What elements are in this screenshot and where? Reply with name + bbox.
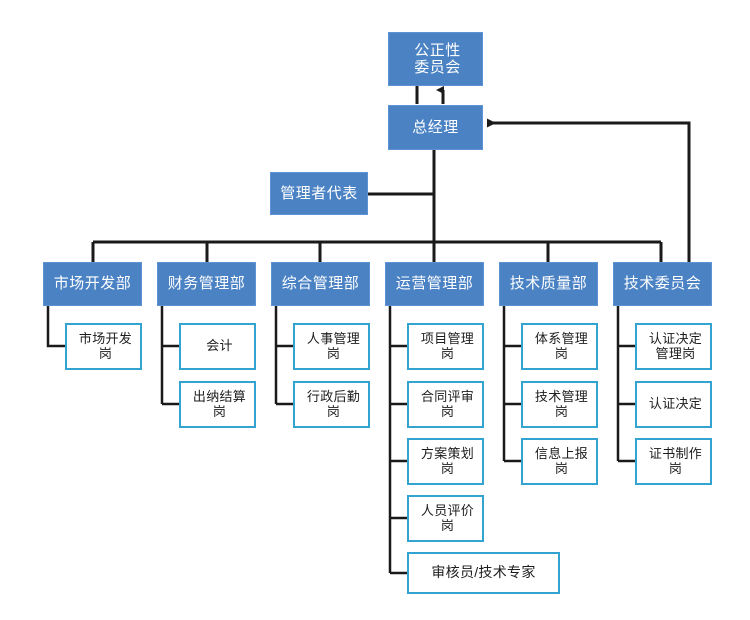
role-market-0-line2: 岗 <box>98 345 113 361</box>
node-role-tech-quality-2[interactable]: 信息上报 岗 <box>521 438 598 485</box>
role-operations-3-label: 人员评价 岗 <box>409 502 482 534</box>
role-tech-quality-1-label: 技术管理 岗 <box>523 388 596 420</box>
role-operations-4-label: 审核员/技术专家 <box>431 564 536 581</box>
node-dept-market[interactable]: 市场开发部 <box>43 262 142 306</box>
role-tech-committee-2-label: 证书制作 岗 <box>637 445 710 477</box>
node-role-market-0[interactable]: 市场开发 岗 <box>65 323 142 370</box>
role-operations-2-line1: 方案策划 <box>420 445 475 461</box>
node-management-representative[interactable]: 管理者代表 <box>270 172 368 215</box>
rail-tech-committee <box>616 306 635 463</box>
role-general-admin-0-line1: 人事管理 <box>306 330 361 346</box>
role-tech-quality-1-line2: 岗 <box>554 403 569 419</box>
node-dept-tech-quality[interactable]: 技术质量部 <box>499 262 598 306</box>
dept-tech-quality-label: 技术质量部 <box>509 275 588 293</box>
role-tech-committee-2-line2: 岗 <box>668 460 683 476</box>
node-dept-finance[interactable]: 财务管理部 <box>157 262 256 306</box>
role-operations-0-label: 项目管理 岗 <box>409 330 482 362</box>
role-general-admin-1-label: 行政后勤 岗 <box>295 388 368 420</box>
role-finance-0-label: 会计 <box>181 338 254 354</box>
role-operations-1-label: 合同评审 岗 <box>409 388 482 420</box>
role-tech-committee-2-line1: 证书制作 <box>648 445 703 461</box>
dept-operations-label: 运营管理部 <box>395 275 474 293</box>
node-role-operations-2[interactable]: 方案策划 岗 <box>407 438 484 485</box>
node-role-tech-committee-2[interactable]: 证书制作 岗 <box>635 438 712 485</box>
node-impartiality-committee[interactable]: 公正性 委员会 <box>388 32 483 86</box>
impartiality-committee-label: 公正性 委员会 <box>389 42 482 76</box>
role-tech-quality-1-line1: 技术管理 <box>534 388 589 404</box>
impartiality-committee-line1: 公正性 <box>414 41 461 59</box>
role-operations-2-label: 方案策划 岗 <box>409 445 482 477</box>
impartiality-committee-line2: 委员会 <box>414 59 461 76</box>
node-dept-tech-committee[interactable]: 技术委员会 <box>613 262 712 306</box>
general-manager-label: 总经理 <box>412 118 459 136</box>
dept-general-admin-label: 综合管理部 <box>281 275 360 293</box>
rail-finance <box>160 306 179 406</box>
role-tech-committee-1-line1: 认证决定 <box>648 396 703 412</box>
role-finance-1-line2: 岗 <box>212 403 227 419</box>
dept-finance-label: 财务管理部 <box>167 275 246 293</box>
node-role-finance-1[interactable]: 出纳结算 岗 <box>179 381 256 428</box>
role-tech-committee-0-label: 认证决定 管理岗 <box>637 330 710 362</box>
role-operations-1-line1: 合同评审 <box>420 388 475 404</box>
role-general-admin-1-line2: 岗 <box>326 403 341 419</box>
node-role-general-admin-0[interactable]: 人事管理 岗 <box>293 323 370 370</box>
role-tech-quality-0-line2: 岗 <box>554 345 569 361</box>
role-tech-committee-1-label: 认证决定 <box>637 396 710 412</box>
role-tech-committee-0-line2: 管理岗 <box>655 345 696 361</box>
dept-tech-committee-label: 技术委员会 <box>623 275 702 293</box>
role-general-admin-1-line1: 行政后勤 <box>306 388 361 404</box>
role-operations-3-line1: 人员评价 <box>420 502 475 518</box>
role-operations-3-line2: 岗 <box>440 517 455 533</box>
role-market-0-label: 市场开发 岗 <box>67 330 140 362</box>
node-dept-operations[interactable]: 运营管理部 <box>385 262 484 306</box>
role-market-0-line1: 市场开发 <box>78 330 133 346</box>
role-operations-0-line2: 岗 <box>440 345 455 361</box>
role-tech-quality-0-line1: 体系管理 <box>534 330 589 346</box>
rail-general-admin <box>274 306 293 406</box>
rail-market <box>46 306 65 348</box>
node-role-tech-committee-0[interactable]: 认证决定 管理岗 <box>635 323 712 370</box>
node-role-operations-3[interactable]: 人员评价 岗 <box>407 495 484 542</box>
role-operations-2-line2: 岗 <box>440 460 455 476</box>
role-tech-quality-2-line2: 岗 <box>554 460 569 476</box>
node-role-operations-1[interactable]: 合同评审 岗 <box>407 381 484 428</box>
role-general-admin-0-line2: 岗 <box>326 345 341 361</box>
role-tech-quality-0-label: 体系管理 岗 <box>523 330 596 362</box>
node-role-tech-quality-0[interactable]: 体系管理 岗 <box>521 323 598 370</box>
node-general-manager[interactable]: 总经理 <box>388 105 483 150</box>
role-tech-quality-2-label: 信息上报 岗 <box>523 445 596 477</box>
node-role-tech-committee-1[interactable]: 认证决定 <box>635 381 712 428</box>
dept-market-label: 市场开发部 <box>53 275 132 293</box>
role-operations-1-line2: 岗 <box>440 403 455 419</box>
role-finance-1-line1: 出纳结算 <box>192 388 247 404</box>
node-role-tech-quality-1[interactable]: 技术管理 岗 <box>521 381 598 428</box>
role-tech-committee-0-line1: 认证决定 <box>648 330 703 346</box>
role-finance-0-line1: 会计 <box>206 338 233 354</box>
node-role-general-admin-1[interactable]: 行政后勤 岗 <box>293 381 370 428</box>
role-operations-0-line1: 项目管理 <box>420 330 475 346</box>
role-general-admin-0-label: 人事管理 岗 <box>295 330 368 362</box>
node-role-finance-0[interactable]: 会计 <box>179 323 256 370</box>
management-representative-label: 管理者代表 <box>280 184 358 202</box>
link-tech-committee-to-gm <box>487 118 691 262</box>
rail-tech-quality <box>502 306 521 463</box>
role-finance-1-label: 出纳结算 岗 <box>181 388 254 420</box>
node-dept-general-admin[interactable]: 综合管理部 <box>271 262 370 306</box>
node-role-operations-4[interactable]: 审核员/技术专家 <box>407 552 560 594</box>
rail-operations <box>388 306 407 575</box>
role-tech-quality-2-line1: 信息上报 <box>534 445 589 461</box>
node-role-operations-0[interactable]: 项目管理 岗 <box>407 323 484 370</box>
